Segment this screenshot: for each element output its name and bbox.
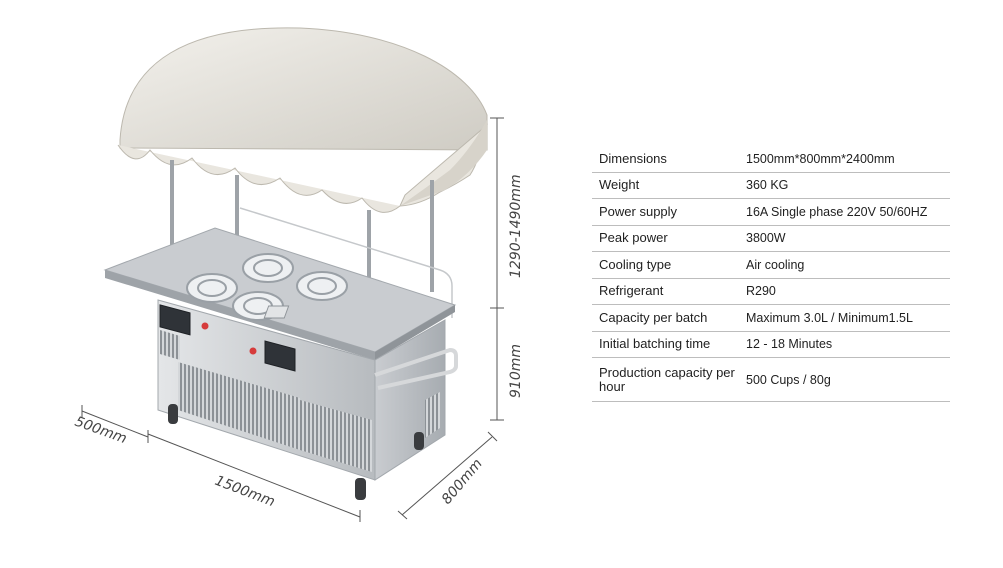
spec-value: 500 Cups / 80g bbox=[746, 372, 831, 387]
spec-key: Production capacity per hour bbox=[599, 364, 735, 394]
spec-table: Dimensions 1500mm*800mm*2400mm Weight 36… bbox=[592, 146, 950, 402]
spec-row-peak-power: Peak power 3800W bbox=[592, 226, 950, 252]
spec-key: Peak power bbox=[599, 230, 668, 246]
canopy bbox=[117, 27, 488, 213]
spec-row-capacity-per-batch: Capacity per batch Maximum 3.0L / Minimu… bbox=[592, 305, 950, 332]
spec-key: Weight bbox=[599, 177, 640, 193]
spec-key: Power supply bbox=[599, 203, 678, 219]
wheels bbox=[168, 404, 424, 500]
spec-row-dimensions: Dimensions 1500mm*800mm*2400mm bbox=[592, 146, 950, 173]
spec-row-power-supply: Power supply 16A Single phase 220V 50/60… bbox=[592, 199, 950, 226]
spec-key: Capacity per batch bbox=[599, 309, 708, 325]
spec-key: Dimensions bbox=[599, 150, 667, 166]
spec-row-production-capacity: Production capacity per hour 500 Cups / … bbox=[592, 358, 950, 402]
spec-key: Refrigerant bbox=[599, 283, 664, 299]
spec-value: 3800W bbox=[746, 231, 786, 246]
height-range-label: 1290-1490mm bbox=[508, 174, 524, 278]
control-box bbox=[263, 305, 290, 319]
spec-row-refrigerant: Refrigerant R290 bbox=[592, 279, 950, 305]
spec-value: Air cooling bbox=[746, 257, 805, 272]
depth-label: 800mm bbox=[439, 456, 486, 508]
spec-value: 12 - 18 Minutes bbox=[746, 337, 833, 352]
spec-value: Maximum 3.0L / Minimum1.5L bbox=[746, 310, 913, 325]
spec-row-initial-batching-time: Initial batching time 12 - 18 Minutes bbox=[592, 332, 950, 358]
spec-value: 1500mm*800mm*2400mm bbox=[746, 151, 895, 166]
spec-value: R290 bbox=[746, 284, 776, 299]
counter-height-label: 910mm bbox=[508, 344, 524, 398]
spec-key: Cooling type bbox=[599, 256, 672, 272]
cabinet bbox=[157, 299, 458, 481]
control-displays bbox=[159, 304, 296, 372]
dimension-lines bbox=[81, 117, 504, 522]
spec-value: 360 KG bbox=[746, 178, 789, 193]
length-label: 1500mm bbox=[213, 473, 277, 510]
spec-row-weight: Weight 360 KG bbox=[592, 173, 950, 199]
spec-value: 16A Single phase 220V 50/60HZ bbox=[746, 204, 928, 219]
spec-row-cooling-type: Cooling type Air cooling bbox=[592, 252, 950, 279]
spec-key: Initial batching time bbox=[599, 336, 711, 352]
ice-cream-cart-illustration: 1290-1490mm 910mm 500mm 1500mm 800mm bbox=[73, 27, 524, 522]
